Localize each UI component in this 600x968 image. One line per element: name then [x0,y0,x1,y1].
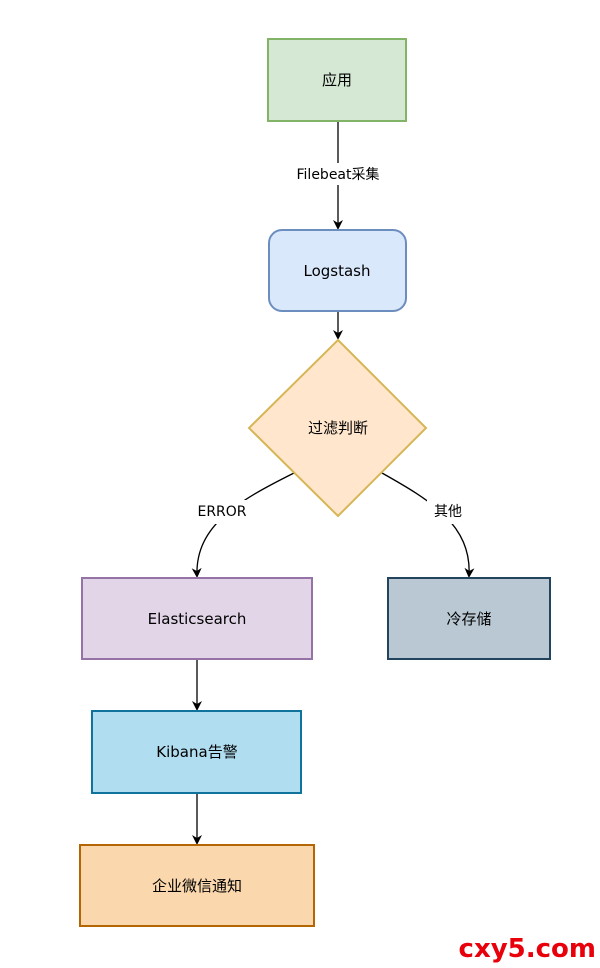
node-elasticsearch-box [81,577,313,660]
node-cold-storage-box [387,577,551,660]
edge-label-other: 其他 [434,504,462,520]
node-kibana: Kibana告警 [91,710,302,794]
edge-filter-to-cold-storage [381,472,475,578]
node-wecom-label: 企业微信通知 [152,877,242,895]
node-app-box [267,38,407,122]
node-wecom-box [79,844,315,927]
node-filter-label: 过滤判断 [308,419,368,437]
node-logstash: Logstash [268,229,407,312]
node-filter: 过滤判断 [247,338,428,518]
edge-label-filebeat: Filebeat采集 [297,166,380,183]
node-elasticsearch-label: Elasticsearch [148,610,247,628]
node-app-label: 应用 [322,71,352,89]
node-logstash-label: Logstash [303,262,370,280]
node-kibana-box [91,710,302,794]
edge-filter-to-elasticsearch [191,472,295,578]
node-cold-storage: 冷存储 [387,577,551,660]
node-elasticsearch: Elasticsearch [81,577,313,660]
node-kibana-label: Kibana告警 [156,743,237,761]
node-wecom: 企业微信通知 [79,844,315,927]
node-app: 应用 [267,38,407,122]
edge-labels: Filebeat采集 ERROR 其他 [186,163,469,524]
watermark: cxy5.com [459,934,596,964]
node-logstash-box [268,229,407,312]
node-filter-diamond [247,338,428,518]
edge-label-error: ERROR [197,504,246,520]
node-cold-storage-label: 冷存储 [446,610,491,628]
